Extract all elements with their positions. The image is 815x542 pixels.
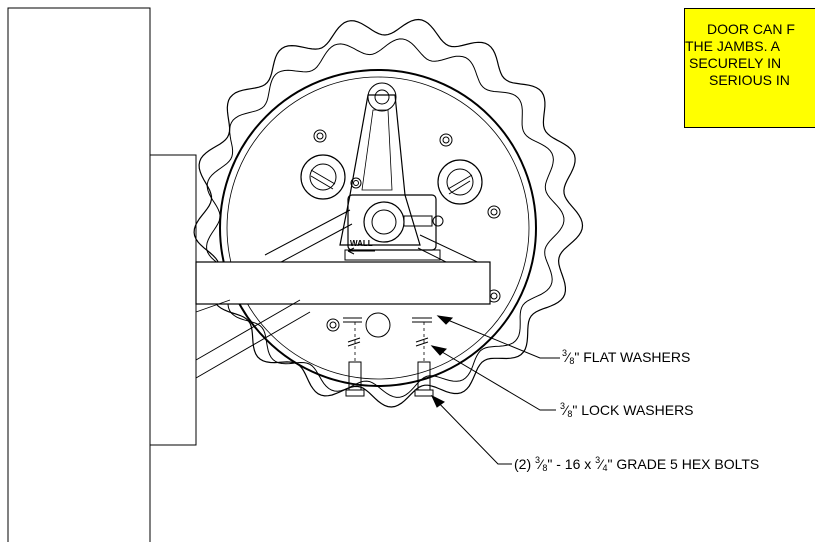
hub-center (363, 201, 405, 243)
warning-line-2: THE JAMBS. A (685, 38, 780, 54)
warning-line-4: SERIOUS IN (709, 72, 790, 88)
bolt-right-head (414, 389, 434, 397)
hub-top-hole (374, 89, 390, 105)
warning-box: DOOR CAN F THE JAMBS. A SECURELY IN SERI… (684, 8, 815, 128)
spring-outline-outer (193, 18, 584, 408)
bolt-left-head (345, 389, 365, 397)
warning-line-1: DOOR CAN F (707, 21, 795, 37)
hub-center-inner (371, 209, 397, 235)
spring-outline-inner (206, 38, 565, 398)
leader-hex-bolts (431, 395, 512, 465)
lock-washer-right (415, 337, 429, 347)
drum-disc-inner (226, 76, 530, 380)
leader-flat-washers (437, 315, 560, 359)
wall-jamb (7, 7, 151, 542)
hub-top (367, 82, 397, 112)
leader-lock-washers (431, 345, 556, 411)
brace-diagonal (195, 299, 311, 379)
warning-line-3: SECURELY IN (689, 55, 782, 71)
mounting-plate (149, 154, 197, 446)
cam-left-inner (309, 163, 337, 191)
flat-washer-left (343, 317, 362, 323)
drum-disc (219, 69, 537, 387)
lock-washer-left (347, 337, 361, 347)
set-screw (403, 215, 433, 227)
wall-label: WALL (350, 239, 373, 248)
cam-left (300, 154, 346, 200)
spoke-cutout (361, 109, 393, 191)
callout-lock-washers: 3⁄8" LOCK WASHERS (560, 401, 694, 419)
callout-hex-bolts: (2) 3⁄8" - 16 x 3⁄4" GRADE 5 HEX BOLTS (514, 455, 760, 473)
callout-flat-washers: 3⁄8" FLAT WASHERS (562, 348, 691, 366)
cam-right-inner (446, 168, 474, 196)
flat-washer-right (412, 317, 432, 323)
spoke-left (264, 209, 353, 269)
cam-right (437, 159, 483, 205)
bracket-arm (195, 261, 491, 305)
set-screw-head (432, 215, 444, 227)
hub-base (344, 249, 441, 261)
spoke-plate (339, 94, 421, 246)
